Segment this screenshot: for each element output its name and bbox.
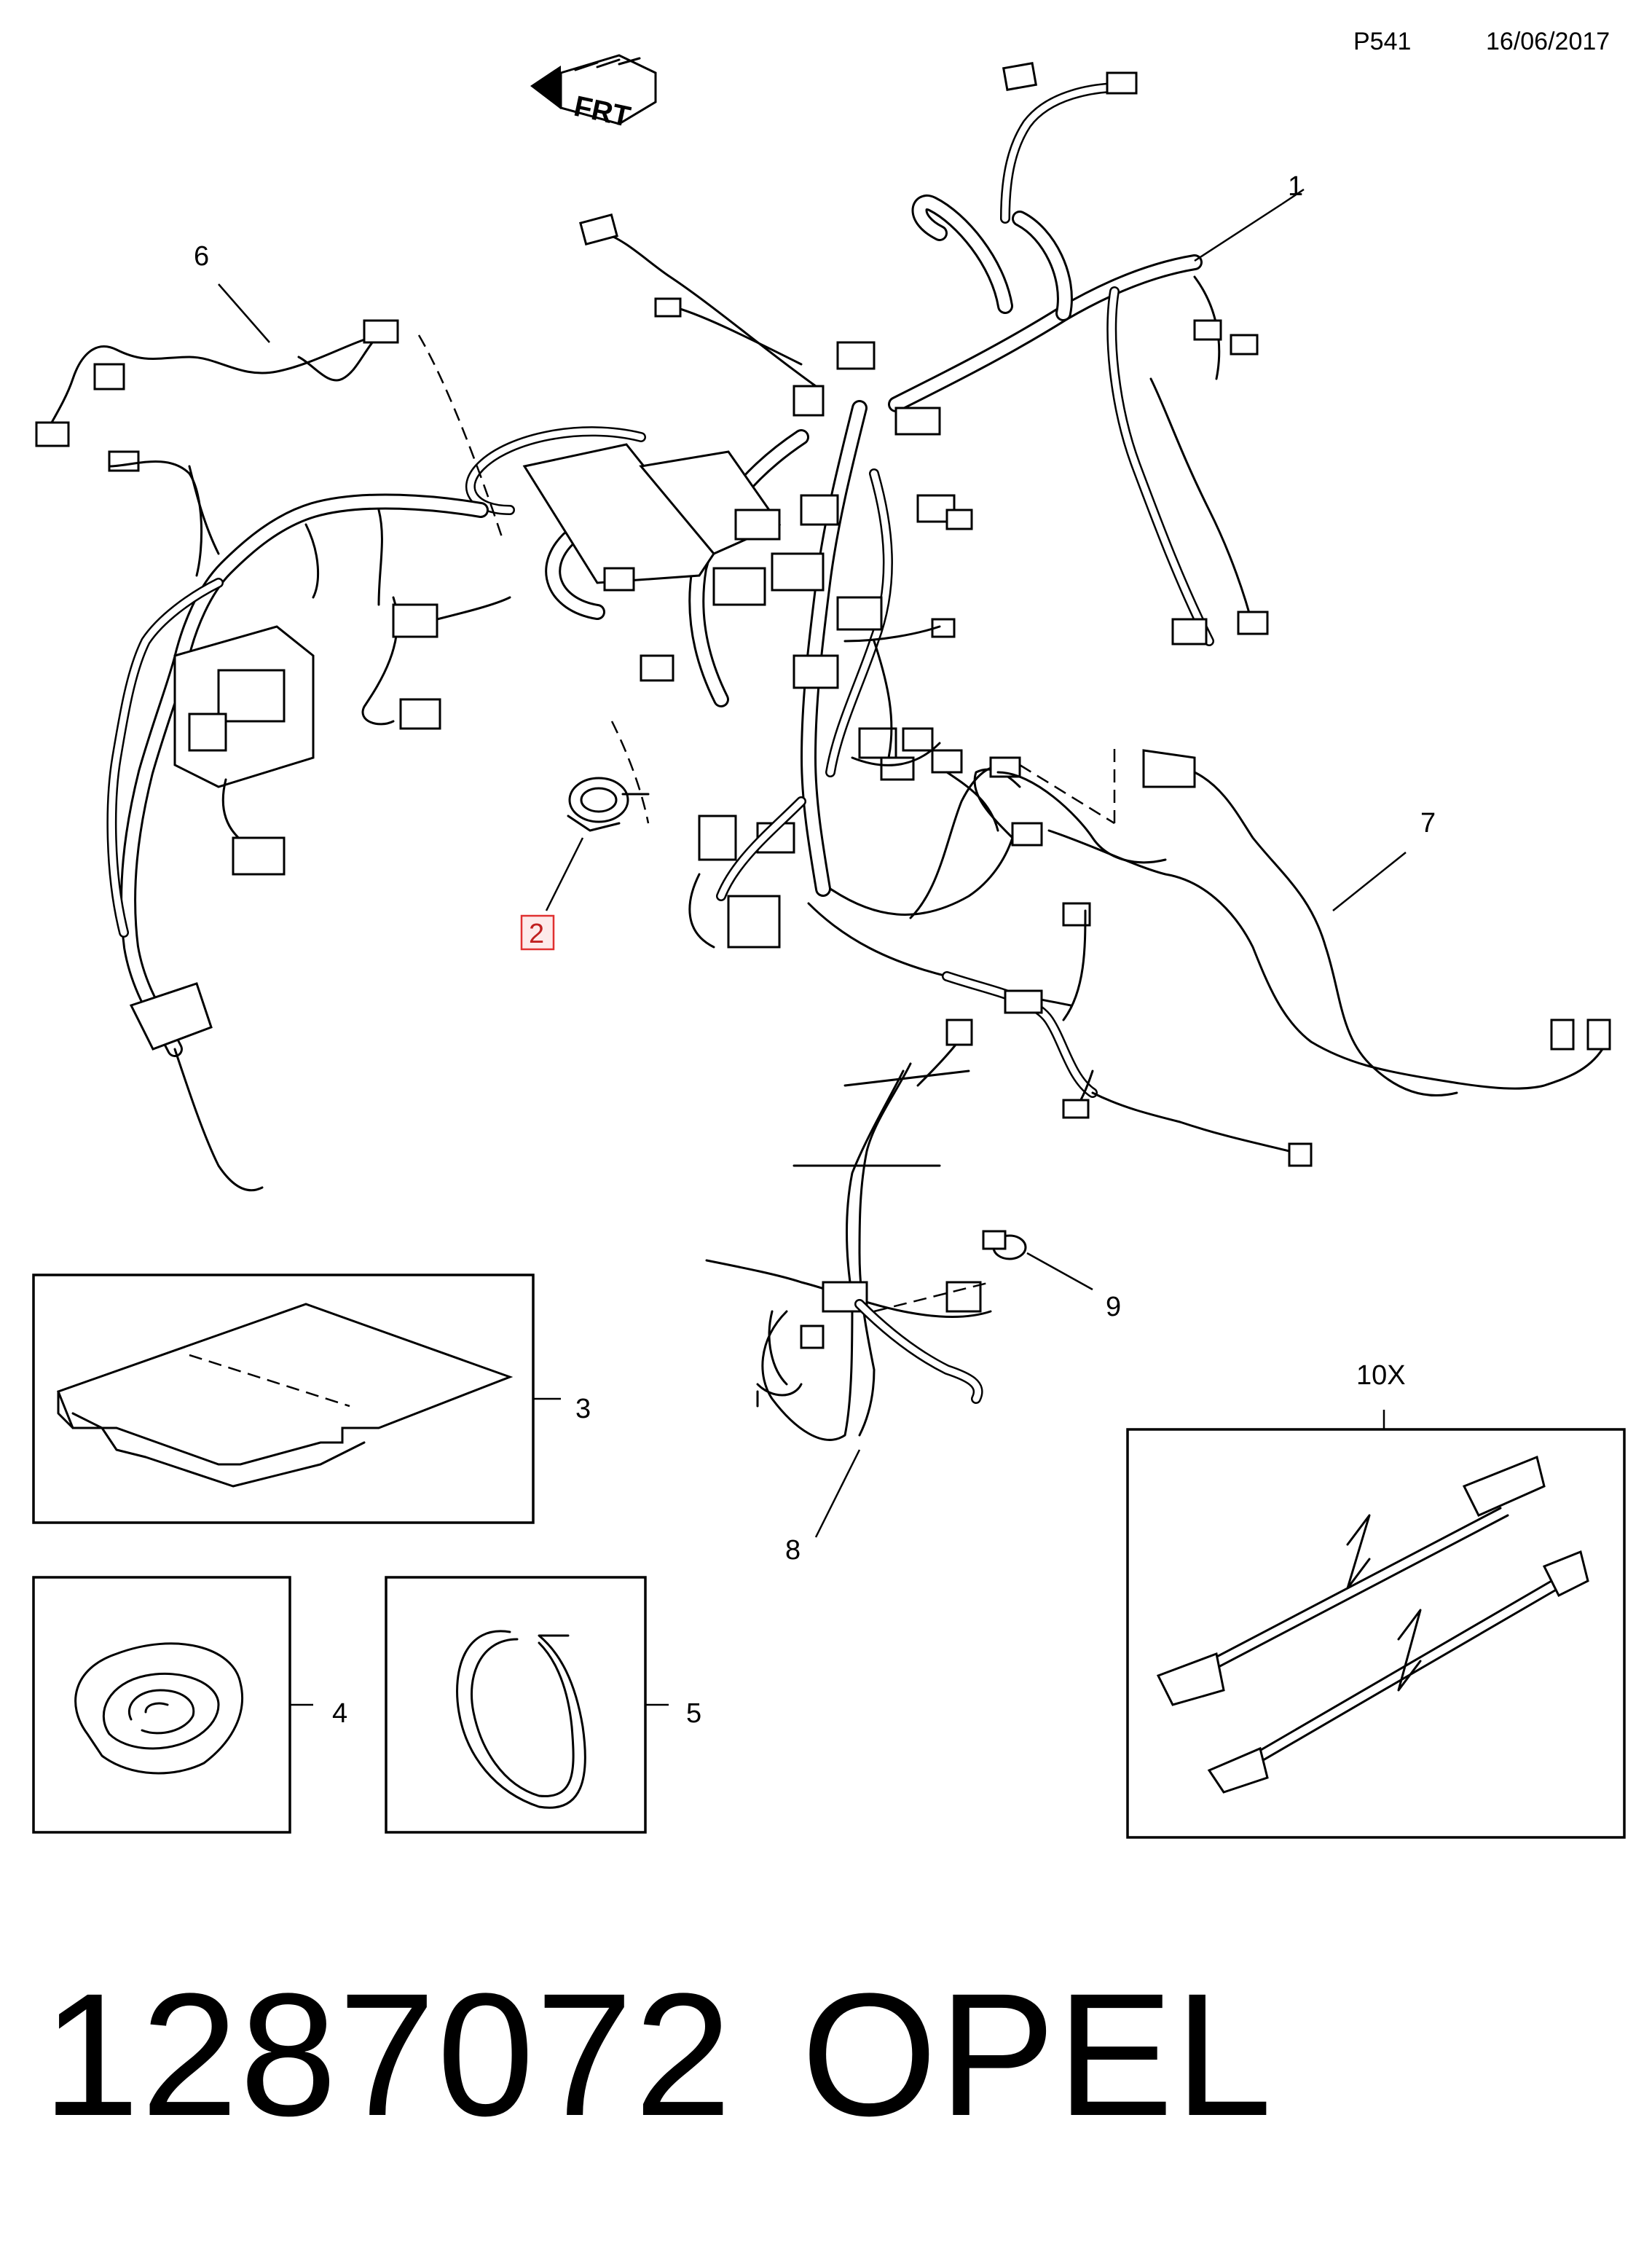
page-date: 16/06/2017 (1486, 28, 1610, 55)
callout-5[interactable]: 5 (686, 1698, 701, 1729)
clip-2 (545, 721, 650, 911)
leader-6 (218, 283, 270, 343)
front-arrow-icon: FRT (530, 54, 657, 133)
callout-7[interactable]: 7 (1420, 808, 1436, 839)
brand-name: OPEL (801, 1957, 1274, 2152)
callout-10x[interactable]: 10X (1356, 1360, 1406, 1391)
callout-1[interactable]: 1 (1288, 171, 1303, 202)
part-4-box (32, 1576, 313, 1834)
part-5-box (385, 1576, 669, 1834)
callout-3[interactable]: 3 (575, 1394, 591, 1424)
callout-6[interactable]: 6 (194, 241, 209, 272)
part-3-box (32, 1273, 561, 1524)
callout-8[interactable]: 8 (785, 1535, 801, 1566)
harness-7 (996, 743, 1611, 1097)
leader-1 (1281, 188, 1305, 205)
grommet-9 (873, 1230, 1093, 1313)
harness-6 (35, 319, 504, 577)
leader-1b (1194, 203, 1283, 262)
page-code: P541 (1353, 28, 1412, 55)
fuse-box-harness (106, 465, 511, 1192)
leader-7 (1332, 852, 1407, 911)
part-10x-box (1126, 1410, 1626, 1839)
callout-2-highlight[interactable]: 2 (520, 914, 555, 951)
main-harness-1 (465, 62, 1269, 1007)
callout-9[interactable]: 9 (1106, 1292, 1121, 1322)
part-number: 1287072 (42, 1957, 733, 2152)
harness-8 (705, 1019, 992, 1538)
harness-lower-branch (942, 909, 1313, 1167)
callout-2[interactable]: 2 (529, 919, 544, 949)
callout-4[interactable]: 4 (332, 1698, 347, 1729)
